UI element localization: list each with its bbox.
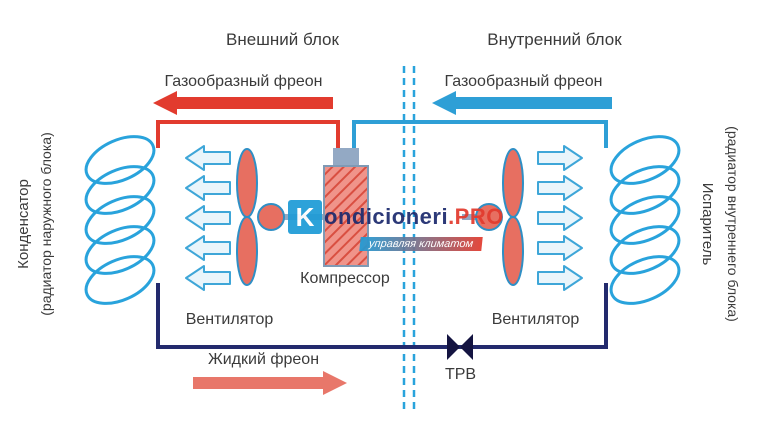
pipe-hot-gas-line	[156, 120, 340, 152]
trv-valve	[447, 334, 473, 360]
brand-row: K ondicioneri.PRO	[288, 200, 504, 234]
brand-tagline: управляя климатом	[359, 237, 483, 251]
condenser-sub-label: (радиатор наружного блока)	[38, 132, 54, 316]
evaporator-label: Испаритель	[699, 182, 716, 266]
brand-suffix: .PRO	[448, 204, 504, 229]
evaporator-sub-label: (радиатор внутреннего блока)	[725, 126, 741, 322]
trv-label: ТРВ	[444, 366, 477, 383]
fan-indoor	[462, 148, 524, 286]
brand-k-badge: K	[288, 200, 322, 234]
gas-flow-arrow-outdoor	[153, 91, 333, 115]
liquid-flow-arrow	[193, 371, 347, 395]
brand-name: ondicioneri.PRO	[324, 204, 504, 230]
condenser-coil	[84, 135, 156, 305]
condenser-label: Конденсатор	[15, 179, 32, 269]
compressor-stub	[333, 148, 359, 168]
outdoor-unit-title: Внешний блок	[226, 30, 339, 49]
gas-flow-arrow-indoor	[432, 91, 612, 115]
liquid-freon-label: Жидкий фреон	[207, 351, 320, 368]
brand-name-text: ondicioneri	[324, 204, 449, 229]
compressor-label: Компрессор	[300, 270, 390, 287]
fan-label-outdoor: Вентилятор	[185, 311, 274, 328]
evaporator-coil	[609, 135, 681, 305]
indoor-unit-title: Внутренний блок	[487, 30, 622, 49]
gas-freon-label-outdoor: Газообразный фреон	[164, 73, 323, 90]
fan-label-indoor: Вентилятор	[491, 311, 580, 328]
pipe-suction-line	[352, 120, 608, 152]
airflow-arrows-indoor	[537, 145, 583, 291]
gas-freon-label-indoor: Газообразный фреон	[444, 73, 603, 90]
pipe-liquid-line	[156, 283, 608, 349]
airflow-arrows-outdoor	[185, 145, 231, 291]
watermark-logo: K ondicioneri.PRO управляя климатом	[288, 200, 504, 252]
